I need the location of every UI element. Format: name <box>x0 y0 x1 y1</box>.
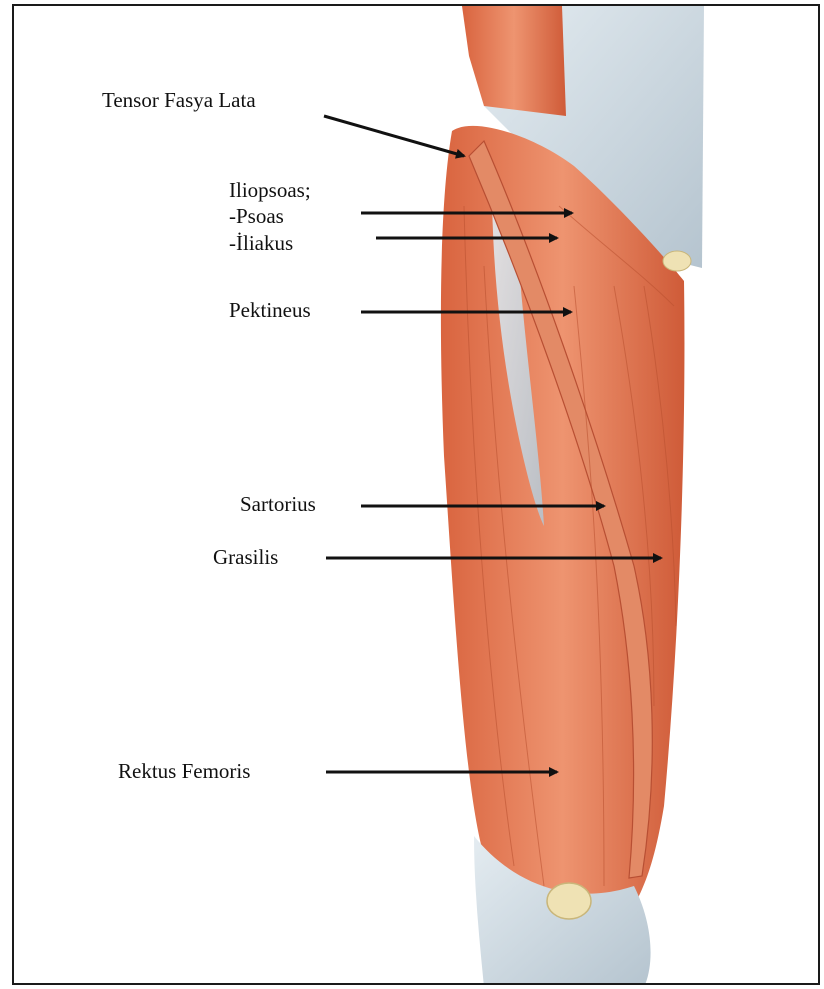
patella <box>547 883 591 919</box>
thigh-muscle-illustration <box>14 6 820 985</box>
label-iliakus: -İliakus <box>229 232 293 254</box>
label-psoas: -Psoas <box>229 205 284 227</box>
label-pektineus: Pektineus <box>229 299 311 321</box>
label-iliopsoas: Iliopsoas; <box>229 179 311 201</box>
pubic-bone <box>663 251 691 271</box>
label-rektus-femoris: Rektus Femoris <box>118 760 250 782</box>
label-sartorius: Sartorius <box>240 493 316 515</box>
figure-frame: Tensor Fasya Lata Iliopsoas; -Psoas -İli… <box>12 4 820 985</box>
arrow-tensor <box>324 116 464 156</box>
label-tensor-fasya-lata: Tensor Fasya Lata <box>102 89 256 111</box>
label-grasilis: Grasilis <box>213 546 278 568</box>
upper-oblique-muscle <box>462 6 566 116</box>
